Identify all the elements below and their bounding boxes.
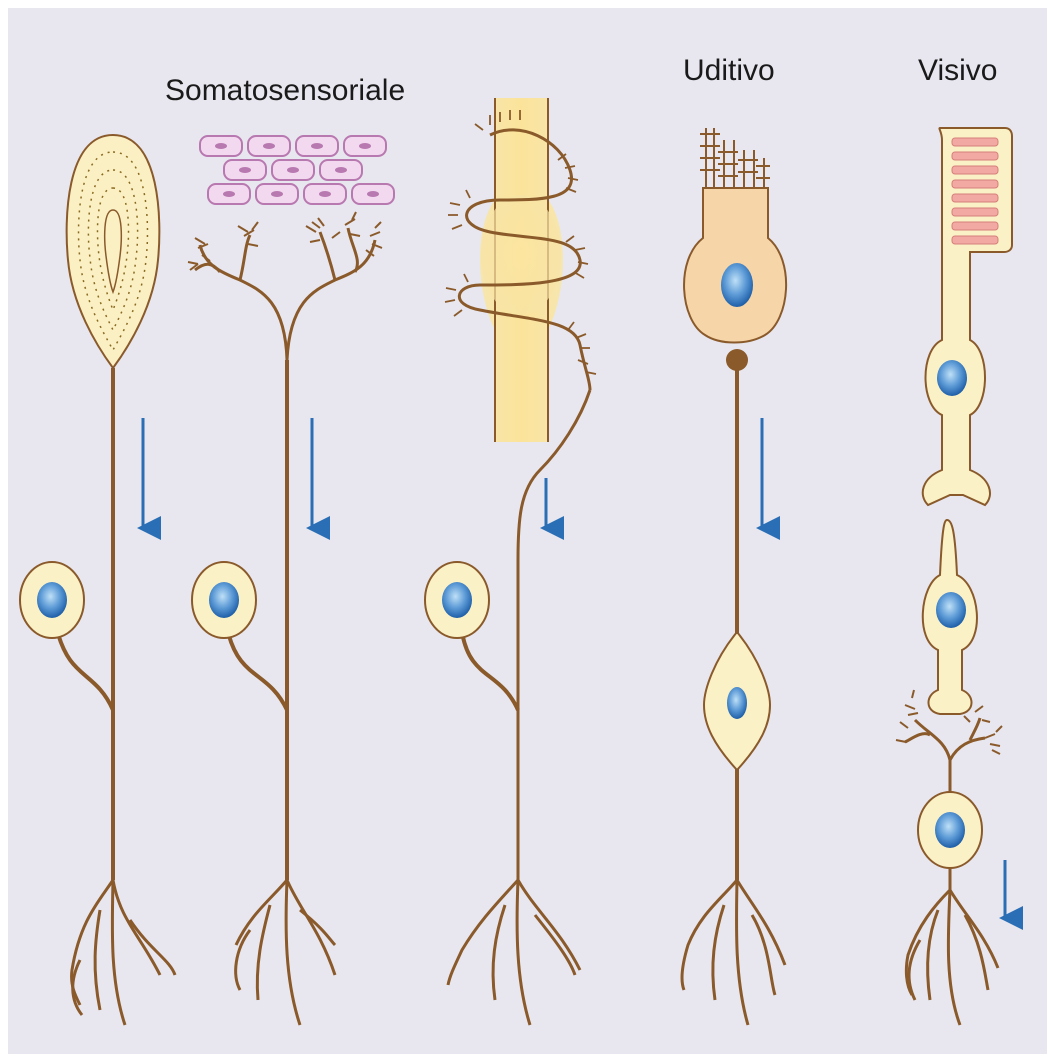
label-visual: Visivo xyxy=(918,54,997,87)
nucleus-1 xyxy=(37,582,67,618)
nucleus-3 xyxy=(442,582,472,618)
ganglion-cell-body xyxy=(918,792,982,868)
label-somatosensory: Somatosensoriale xyxy=(165,74,405,107)
label-auditory: Uditivo xyxy=(683,54,775,87)
bipolar-nucleus xyxy=(936,592,966,628)
neuron-3-cell-body xyxy=(425,562,489,638)
neuron-2-cell-body xyxy=(192,562,256,638)
rod-nucleus xyxy=(937,360,967,396)
nucleus-2 xyxy=(209,582,239,618)
nucleus-5 xyxy=(935,812,965,848)
nucleus-4 xyxy=(727,687,747,719)
hair-cell-nucleus xyxy=(721,263,753,307)
neuron-1-cell-body xyxy=(20,562,84,638)
